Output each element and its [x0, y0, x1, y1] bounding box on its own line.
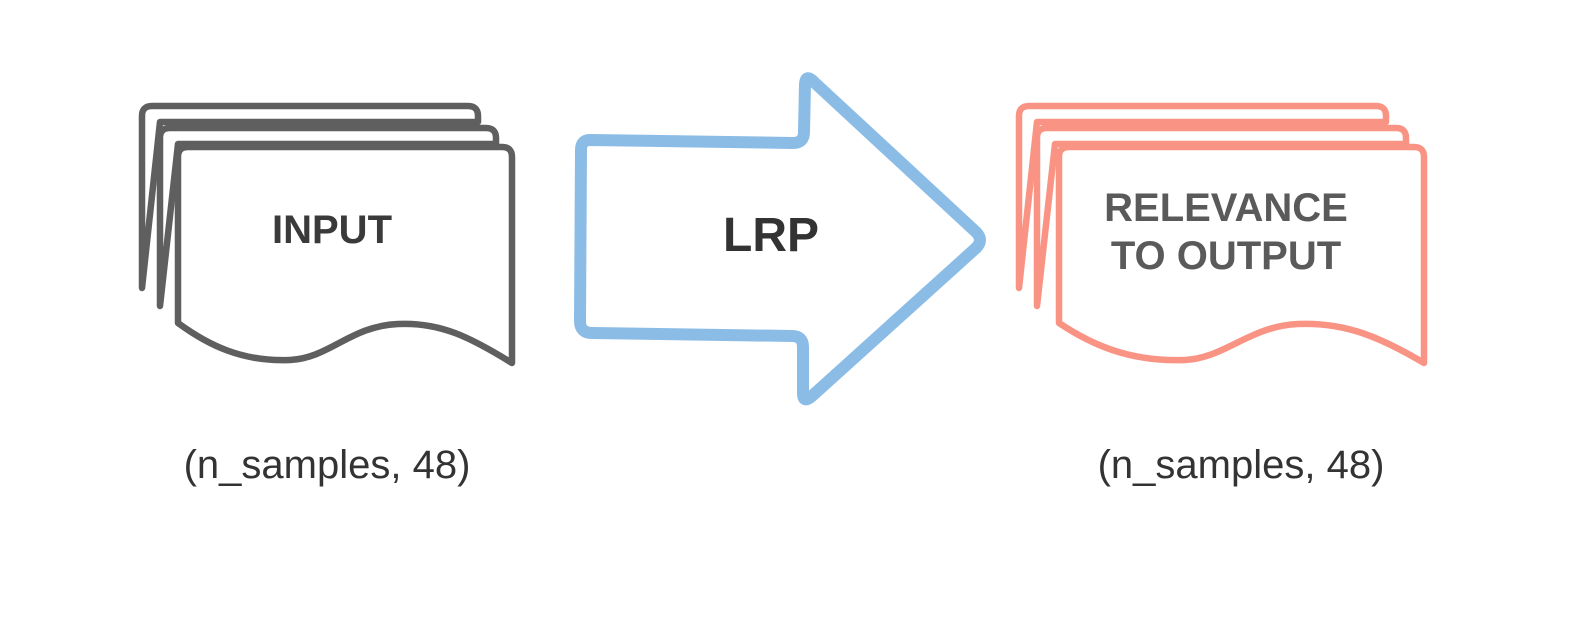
input-shape-label: (n_samples, 48)	[184, 443, 471, 487]
lrp-arrow-shape	[574, 72, 986, 406]
lrp-label: LRP	[723, 209, 819, 262]
lrp-arrow: LRP	[574, 72, 986, 406]
output-shape-label: (n_samples, 48)	[1098, 443, 1385, 487]
input-document-sheet-front	[174, 143, 516, 367]
input-document-stack: INPUT	[138, 102, 516, 367]
relevance-label-line1: RELEVANCE	[1104, 186, 1348, 230]
relevance-document-stack: RELEVANCE TO OUTPUT	[1015, 102, 1428, 367]
relevance-document-sheet-middle	[1033, 124, 1410, 310]
input-label: INPUT	[272, 208, 392, 252]
input-document-sheet-middle	[156, 124, 500, 310]
relevance-document-sheet-front	[1055, 143, 1428, 367]
input-document-sheet-back	[138, 102, 482, 292]
relevance-label-line2: TO OUTPUT	[1111, 234, 1341, 278]
relevance-document-sheet-back	[1015, 102, 1390, 292]
